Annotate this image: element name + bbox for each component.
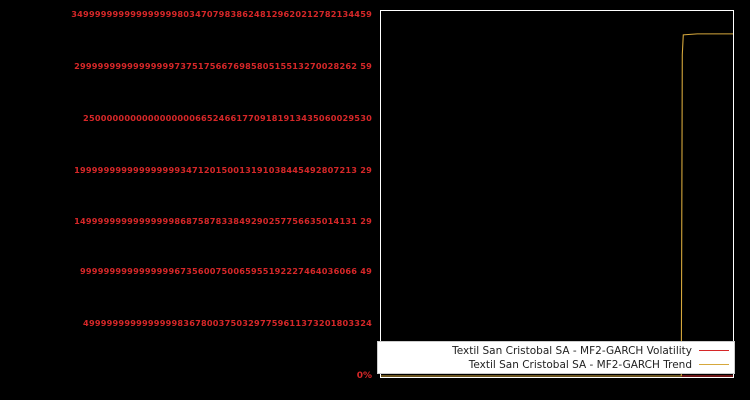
legend-entry-label: Textil San Cristobal SA - MF2-GARCH Tren… bbox=[468, 358, 692, 371]
y-axis-tick-label: 4999999999999999836780037503297759611373… bbox=[83, 318, 372, 328]
y-axis-tick-label: 2500000000000000000665246617709181913435… bbox=[83, 113, 372, 123]
y-axis-tick-label: 1499999999999999986875878338492902577566… bbox=[74, 216, 372, 226]
y-axis-zero-tick-label: 0% bbox=[356, 371, 372, 381]
y-axis-tick-label: 3499999999999999998034707983862481296202… bbox=[71, 9, 372, 19]
series-canvas bbox=[381, 33, 733, 377]
y-axis-tick-label: 2999999999999999973751756676985805155132… bbox=[74, 61, 372, 71]
y-axis-tick-label: 1999999999999999993471201500131910384454… bbox=[74, 165, 372, 175]
legend-entry: Textil San Cristobal SA - MF2-GARCH Vola… bbox=[378, 344, 734, 358]
y-axis-tick-label: 9999999999999999673560075006595519222746… bbox=[80, 266, 372, 276]
chart-legend: Textil San Cristobal SA - MF2-GARCH Vola… bbox=[377, 341, 735, 374]
legend-color-swatch-trend bbox=[699, 364, 729, 365]
legend-entry: Textil San Cristobal SA - MF2-GARCH Tren… bbox=[378, 358, 734, 372]
series-line-trend bbox=[381, 33, 733, 377]
legend-entry-label: Textil San Cristobal SA - MF2-GARCH Vola… bbox=[452, 344, 692, 357]
legend-color-swatch-volatility bbox=[699, 350, 729, 351]
plot-area bbox=[380, 10, 734, 378]
